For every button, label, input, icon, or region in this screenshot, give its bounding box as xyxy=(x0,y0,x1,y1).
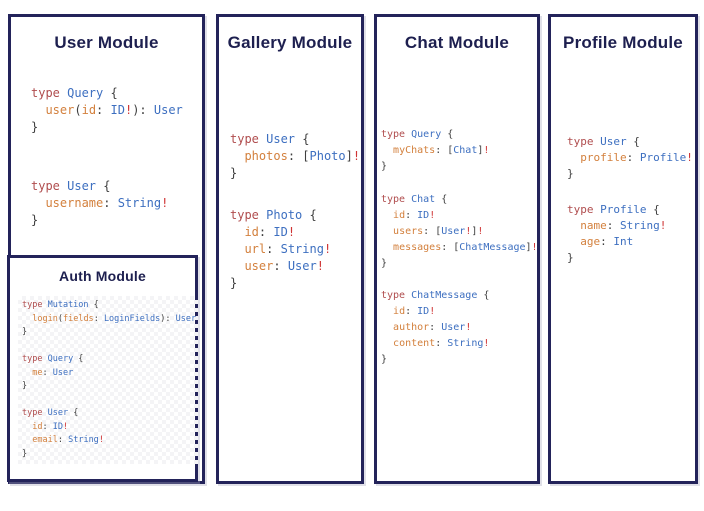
panel-title: Auth Module xyxy=(59,268,146,284)
graphql-code-block: type User { profile: Profile!} xyxy=(567,135,693,180)
graphql-code-block: type Query { user(id: ID!): User} xyxy=(31,86,183,134)
panel-title: Profile Module xyxy=(563,33,683,52)
gallery-module-panel: Gallery Module type User { photos: [Phot… xyxy=(216,14,364,484)
panel-title: User Module xyxy=(54,33,159,52)
panel-title: Gallery Module xyxy=(227,33,353,52)
profile-module-panel: Profile Module type User { profile: Prof… xyxy=(548,14,698,484)
chat-module-panel: Chat Module type Query { myChats: [Chat]… xyxy=(374,14,540,484)
graphql-code-block: type Query { myChats: [Chat]!} xyxy=(381,129,490,172)
graphql-code-block: type Photo { id: ID! url: String! user: … xyxy=(230,208,332,290)
graphql-code-block: type ChatMessage { id: ID! author: User!… xyxy=(381,290,490,365)
graphql-code-block: type Profile { name: String! age: Int} xyxy=(567,203,667,264)
graphql-code-block: type User { username: String!} xyxy=(31,179,169,227)
graphql-code-block: type User { photos: [Photo]!} xyxy=(230,132,361,180)
graphql-code-block: type Chat { id: ID! users: [User!]! mess… xyxy=(381,194,538,269)
panel-title: Chat Module xyxy=(404,33,510,52)
auth-module-panel: Auth Module type Mutation { login(fields… xyxy=(7,255,198,482)
graphql-code-block: type Mutation { login(fields: LoginField… xyxy=(18,296,198,464)
